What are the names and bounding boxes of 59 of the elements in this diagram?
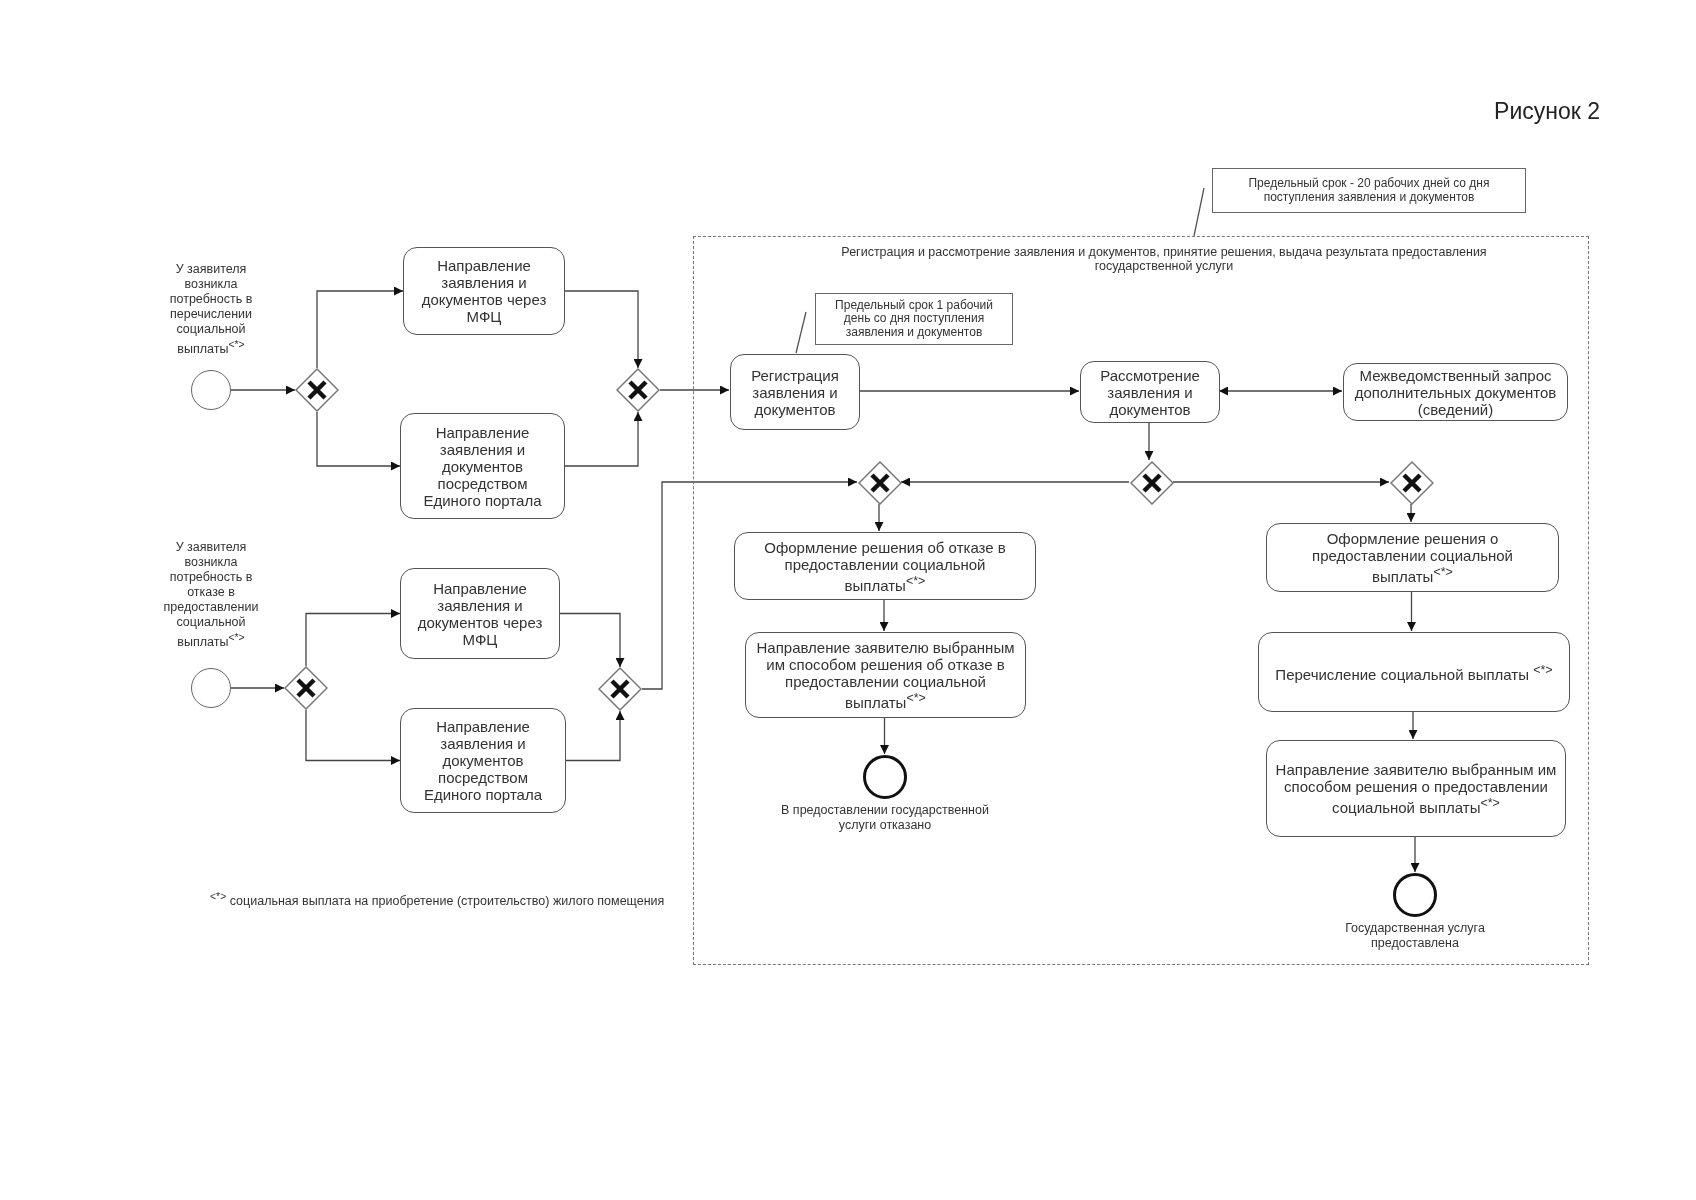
task-box: Направление заявления и документов через МФЦ xyxy=(400,568,560,659)
arrow xyxy=(1144,421,1154,461)
arrow xyxy=(900,477,1130,487)
arrow xyxy=(230,683,285,693)
task-box: Перечисление социальной выплаты $^{<*>}$ xyxy=(1258,632,1570,712)
arrow xyxy=(316,411,401,471)
exclusive-gateway xyxy=(284,666,328,710)
annotation-box: Предельный срок - 20 рабочих дней со дня поступления заявления и документов xyxy=(1212,168,1526,213)
group-heading: Регистрация и рассмотрение заявления и документов, принятие решения, выдача результата предоставления государственной услуги xyxy=(840,245,1488,273)
task-box: Направление заявителю выбранным им способом решения об отказе в предоставлении социальной выплаты$^{<*>}$ xyxy=(745,632,1026,718)
arrow xyxy=(858,386,1080,396)
arrow xyxy=(880,716,889,755)
arrow xyxy=(559,612,625,668)
task-box: Направление заявления и документов посредством Единого портала xyxy=(400,413,565,519)
exclusive-gateway xyxy=(858,461,902,505)
exclusive-gateway xyxy=(1390,461,1434,505)
arrow xyxy=(1172,477,1390,487)
task-box: Межведомственный запрос дополнительных документов (сведений) xyxy=(1343,363,1568,421)
task-box: Оформление решения об отказе в предоставлении социальной выплаты$^{<*>}$ xyxy=(734,532,1036,600)
leader-line xyxy=(1193,187,1205,237)
task-box: Рассмотрение заявления и документов xyxy=(1080,361,1220,423)
event-caption: У заявителя возникла потребность в перечислении социальной выплаты$^{<*>}$ xyxy=(168,262,254,358)
arrow xyxy=(564,290,643,369)
annotation-box: Предельный срок 1 рабочий день со дня поступления заявления и документов xyxy=(815,293,1013,345)
event-caption: В предоставлении государственной услуги отказано xyxy=(780,803,990,833)
arrow xyxy=(565,710,625,762)
task-box: Оформление решения о предоставлении социальной выплаты$^{<*>}$ xyxy=(1266,523,1559,592)
arrow xyxy=(879,598,889,632)
task-box: Направление заявителю выбранным им способом решения о предоставлении социальной выплаты$^{<*>}$ xyxy=(1266,740,1566,837)
dashed-group-frame xyxy=(693,236,1589,965)
exclusive-gateway xyxy=(295,368,339,412)
arrow xyxy=(1407,590,1416,632)
exclusive-gateway xyxy=(598,667,642,711)
task-box: Направление заявления и документов через МФЦ xyxy=(403,247,565,335)
end-event-circle xyxy=(1393,873,1437,917)
arrow xyxy=(874,503,884,532)
figure-title: Рисунок 2 xyxy=(1493,98,1600,125)
arrow xyxy=(641,477,858,690)
arrow xyxy=(316,286,404,369)
exclusive-gateway xyxy=(616,368,660,412)
arrow xyxy=(564,411,643,467)
arrow xyxy=(305,609,401,667)
event-caption: Государственная услуга предоставлена xyxy=(1344,921,1486,951)
event-caption: У заявителя возникла потребность в отказе в предоставлении социальной выплаты$^{<*>}$ xyxy=(162,540,260,651)
arrow xyxy=(1218,386,1343,396)
start-event-circle xyxy=(191,668,231,708)
task-box: Направление заявления и документов посредством Единого портала xyxy=(400,708,566,813)
arrow xyxy=(1406,503,1416,523)
arrow xyxy=(659,385,730,395)
arrow xyxy=(1410,835,1420,873)
task-box: Регистрация заявления и документов xyxy=(730,354,860,430)
arrow xyxy=(230,385,296,395)
end-event-circle xyxy=(863,755,907,799)
leader-line xyxy=(795,311,807,354)
arrow xyxy=(305,709,401,765)
arrow xyxy=(1408,710,1418,740)
footnote: $^{<*>}$ социальная выплата на приобретение (строительство) жилого помещения xyxy=(210,890,666,910)
exclusive-gateway xyxy=(1130,461,1174,505)
start-event-circle xyxy=(191,370,231,410)
